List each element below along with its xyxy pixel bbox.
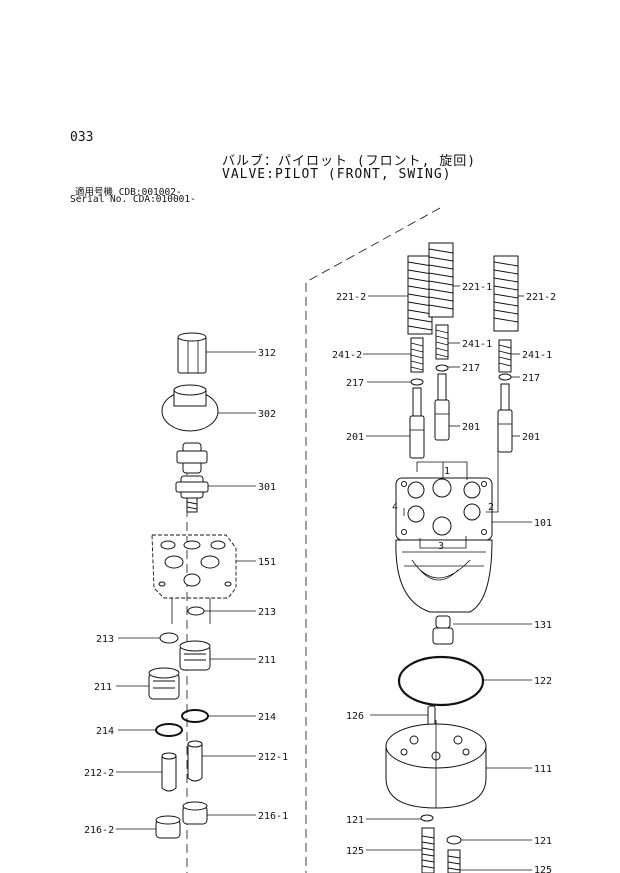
callout-101: 101 (534, 518, 552, 529)
spring-241-1-mid (435, 324, 449, 360)
universal-joint-301 (175, 442, 209, 513)
casing-101 (395, 477, 493, 613)
nut-312 (177, 332, 207, 374)
spring-241-2 (410, 337, 424, 373)
callout-214-right: 214 (258, 712, 276, 723)
callout-125-left: 125 (346, 846, 364, 857)
plate-111 (385, 720, 487, 809)
callout-151: 151 (258, 557, 276, 568)
pin-126 (427, 705, 436, 727)
callout-211-right: 211 (258, 655, 276, 666)
seat-216-2 (155, 815, 181, 839)
ring-217-left (410, 378, 424, 386)
spring-221-2-left (407, 255, 433, 335)
callout-217-mid: 217 (462, 363, 480, 374)
callout-212-2: 212-2 (84, 768, 114, 779)
washer-121-left (420, 814, 434, 822)
callout-212-1: 212-1 (258, 752, 288, 763)
callout-111: 111 (534, 764, 552, 775)
disc-plate-302 (161, 384, 219, 432)
page-number: 033 (70, 130, 94, 145)
plate-151 (151, 534, 237, 599)
callout-213-right: 213 (258, 607, 276, 618)
spring-212-2 (161, 752, 177, 792)
callout-312: 312 (258, 348, 276, 359)
callout-131: 131 (534, 620, 552, 631)
callout-201-right: 201 (522, 432, 540, 443)
callout-301: 301 (258, 482, 276, 493)
callout-213-left: 213 (96, 634, 114, 645)
title-japanese: バルブ：パイロット (フロント, 旋回) (222, 154, 477, 169)
callout-125-right: 125 (534, 865, 552, 873)
assembly-boundary-right (305, 207, 441, 873)
pusher-201-left (409, 387, 425, 459)
callout-221-1: 221-1 (462, 282, 492, 293)
pusher-201-mid (434, 373, 450, 441)
bolt-125-left (421, 827, 435, 873)
spring-212-1 (187, 740, 203, 782)
port-label-3: 3 (438, 541, 444, 552)
o-ring-122 (397, 655, 485, 707)
callout-221-2-left: 221-2 (336, 292, 366, 303)
callout-201-left: 201 (346, 432, 364, 443)
callout-216-2: 216-2 (84, 825, 114, 836)
seat-216-1 (182, 801, 208, 825)
pusher-201-right (497, 383, 513, 453)
ring-213-left (159, 632, 179, 644)
spring-221-1 (428, 242, 454, 318)
o-ring-214-right (181, 709, 209, 723)
callout-241-1-right: 241-1 (522, 350, 552, 361)
callout-302: 302 (258, 409, 276, 420)
callout-214-left: 214 (96, 726, 114, 737)
callout-121-left: 121 (346, 815, 364, 826)
callout-221-2-right: 221-2 (526, 292, 556, 303)
ring-217-mid (435, 364, 449, 372)
title-english: VALVE:PILOT (FRONT, SWING) (222, 167, 452, 182)
ring-217-right (498, 373, 512, 381)
bushing-211-left (148, 667, 180, 700)
port-label-2: 2 (488, 502, 494, 513)
o-ring-214-left (155, 723, 183, 737)
bushing-211-right (179, 640, 211, 671)
serial-applicability-jp: 適用号機 CDB:001002- (75, 187, 182, 198)
plug-131 (432, 615, 454, 645)
callout-217-right: 217 (522, 373, 540, 384)
callout-121-right: 121 (534, 836, 552, 847)
callout-211-left: 211 (94, 682, 112, 693)
bolt-125-right (447, 849, 461, 873)
spring-241-1-right (498, 339, 512, 373)
callout-217-left: 217 (346, 378, 364, 389)
leader-lines (116, 285, 532, 871)
callout-216-1: 216-1 (258, 811, 288, 822)
callout-241-1-mid: 241-1 (462, 339, 492, 350)
port-label-1: 1 (444, 466, 450, 477)
ring-213-right (187, 606, 205, 616)
callout-241-2: 241-2 (332, 350, 362, 361)
washer-121-right (446, 835, 462, 845)
serial-number: Serial No. CDA:010001- (70, 194, 196, 205)
callout-122: 122 (534, 676, 552, 687)
spring-221-2-right (493, 255, 519, 332)
callout-126: 126 (346, 711, 364, 722)
callout-201-mid: 201 (462, 422, 480, 433)
port-label-4: 4 (392, 502, 398, 513)
